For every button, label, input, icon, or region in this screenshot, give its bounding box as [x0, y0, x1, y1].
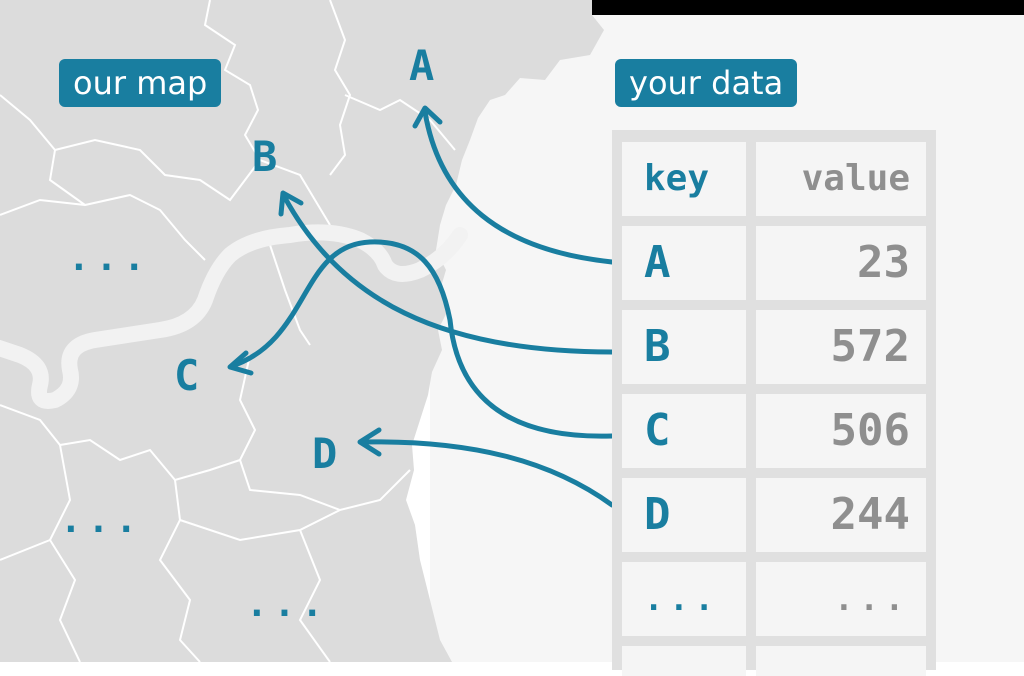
river [0, 224, 468, 409]
map-landmass [0, 0, 604, 662]
table-cell-value: 244 [756, 478, 926, 552]
arrow-b [281, 193, 615, 355]
table-cell-key: A [622, 226, 746, 300]
table-cell-key: D [622, 478, 746, 552]
our-map-label: our map [73, 64, 208, 102]
table-cell-key: B [622, 310, 746, 384]
region-label-c: C [174, 351, 200, 400]
table-cell-key: ... [622, 562, 746, 636]
map-ellipsis: ... [68, 238, 152, 279]
arrow-b-head [278, 190, 304, 217]
arrows [227, 105, 615, 508]
your-data-label: your data [629, 64, 784, 102]
our-map-badge: our map [59, 59, 222, 107]
table-cell-empty [756, 646, 926, 676]
your-data-badge: your data [615, 59, 798, 107]
arrow-a [422, 109, 615, 265]
arrow-a-head [412, 105, 443, 129]
region-label-a: A [409, 41, 435, 90]
map-ellipsis: ... [246, 584, 330, 625]
table-cell-value: 506 [756, 394, 926, 468]
table-cell-value: ... [756, 562, 926, 636]
table-header-key: key [622, 142, 746, 216]
table-cell-key: C [622, 394, 746, 468]
table-cell-value: 23 [756, 226, 926, 300]
arrow-d [359, 439, 615, 508]
arrow-d-head [357, 427, 382, 457]
region-label-b: B [252, 132, 278, 181]
region-label-d: D [312, 429, 338, 478]
data-table: key value A 23 B 572 C 506 D 244 ... ... [612, 130, 936, 676]
table-header-value: value [756, 142, 926, 216]
table-cell-value: 572 [756, 310, 926, 384]
arrow-c [229, 239, 615, 439]
map-ellipsis: ... [60, 500, 144, 541]
table-cell-empty [622, 646, 746, 676]
arrow-c-head [227, 350, 254, 376]
top-band [592, 0, 1024, 15]
